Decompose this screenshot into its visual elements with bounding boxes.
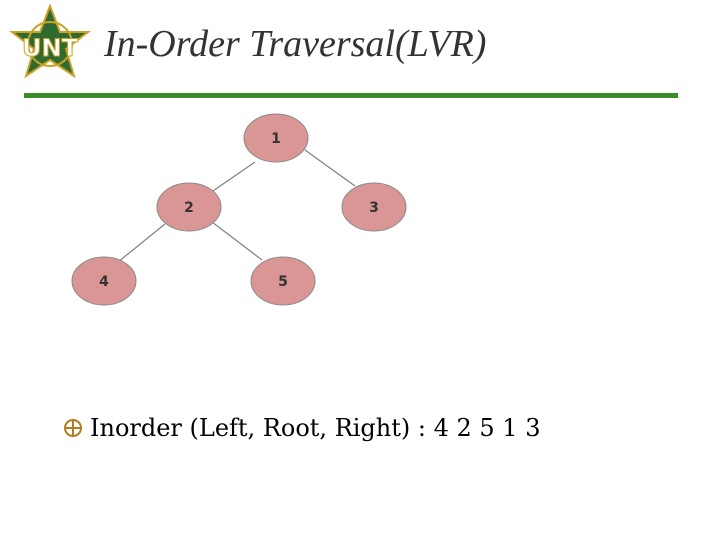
tree-node-3: 3 — [341, 182, 407, 232]
node-label-3: 3 — [369, 200, 379, 216]
tree-node-5: 5 — [250, 256, 316, 306]
logo-star — [9, 4, 91, 79]
logo-text: UNT — [22, 34, 79, 62]
node-label-2: 2 — [184, 200, 194, 216]
inorder-result-text: Inorder (Left, Root, Right) : 4 2 5 1 3 — [90, 414, 541, 442]
bullet-item: Inorder (Left, Root, Right) : 4 2 5 1 3 — [64, 414, 540, 442]
edge-1-2 — [209, 161, 256, 194]
bullet-icon — [64, 419, 82, 437]
tree-node-4: 4 — [71, 256, 137, 306]
node-label-1: 1 — [271, 131, 281, 147]
edge-2-4 — [117, 223, 166, 263]
logo-ring — [27, 21, 73, 67]
tree-node-2: 2 — [156, 182, 222, 232]
tree-node-1: 1 — [243, 113, 309, 163]
page-title: In-Order Traversal(LVR) — [104, 23, 487, 65]
tree-edges — [117, 149, 356, 263]
edge-1-3 — [304, 149, 356, 187]
unt-logo: UNT — [9, 4, 91, 79]
node-label-4: 4 — [99, 274, 109, 290]
title-divider — [24, 93, 678, 98]
node-label-5: 5 — [278, 274, 288, 290]
edge-2-5 — [211, 221, 263, 261]
